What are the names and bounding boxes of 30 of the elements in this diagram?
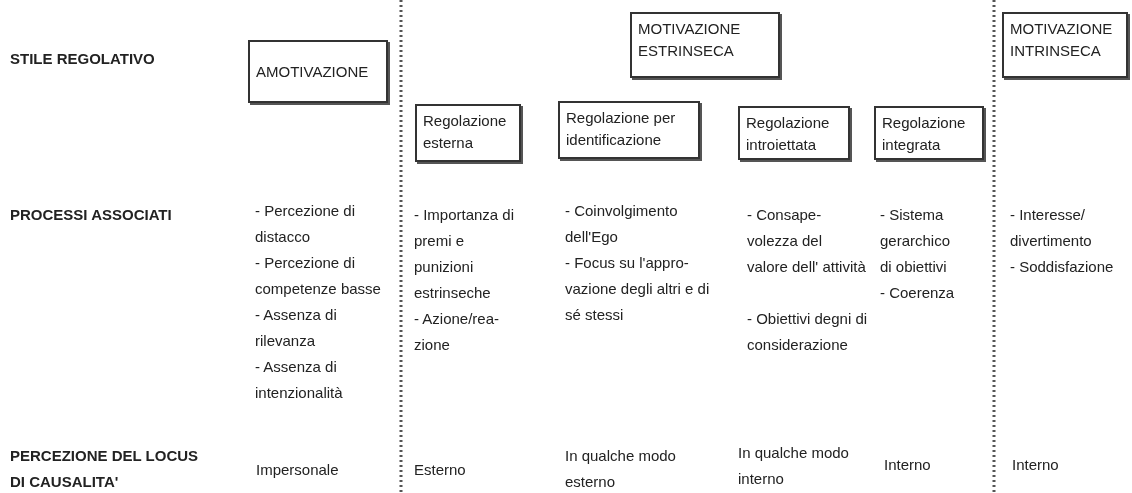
locus-text: Esterno	[414, 460, 467, 480]
process-item: - Assenza di intenzionalità	[255, 357, 344, 403]
process-item: - Azione/rea- zione	[414, 309, 501, 355]
process-item: - Focus su l'appro- vazione degli altri e di sé stessi	[565, 253, 711, 325]
category-box: AMOTIVAZIONE	[248, 40, 388, 103]
category-box: MOTIVAZIONE INTRINSECA	[1002, 12, 1128, 78]
locus-text: In qualche modo interno	[738, 443, 850, 489]
process-item: - Consape- volezza del valore dell' attività	[747, 205, 867, 277]
row-header: PERCEZIONE DEL LOCUS DI CAUSALITA'	[10, 446, 200, 492]
process-item: - Obiettivi degni di considerazione	[747, 309, 869, 355]
category-box: Regolazione introiettata	[738, 106, 850, 160]
process-item: - Importanza di premi e punizioni estrinseche	[414, 205, 516, 303]
locus-text: In qualche modo esterno	[565, 446, 677, 492]
category-box: Regolazione esterna	[415, 104, 521, 162]
process-item: - Soddisfazione	[1010, 257, 1115, 277]
locus-text: Interno	[884, 455, 932, 475]
row-header: PROCESSI ASSOCIATI	[10, 205, 173, 225]
row-header: STILE REGOLATIVO	[10, 49, 156, 69]
category-box: Regolazione per identificazione	[558, 101, 700, 159]
process-item: - Interesse/ divertimento	[1010, 205, 1093, 251]
process-item: - Percezione di distacco	[255, 201, 357, 247]
process-item: - Coinvolgimento dell'Ego	[565, 201, 679, 247]
category-box: Regolazione integrata	[874, 106, 984, 160]
process-item: - Coerenza	[880, 283, 956, 303]
locus-text: Interno	[1012, 455, 1060, 475]
process-item: - Sistema gerarchico di obiettivi	[880, 205, 952, 277]
category-box: MOTIVAZIONE ESTRINSECA	[630, 12, 780, 78]
locus-text: Impersonale	[256, 460, 340, 480]
process-item: - Assenza di rilevanza	[255, 305, 338, 351]
process-item: - Percezione di competenze basse	[255, 253, 382, 299]
